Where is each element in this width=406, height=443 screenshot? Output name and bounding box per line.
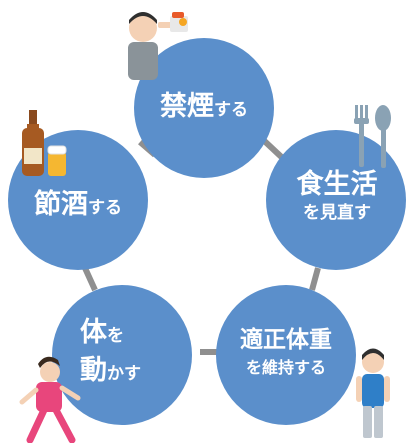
label-quit-smoking-main: 禁煙 [160, 91, 214, 122]
label-improve-diet: 食生活 を見直す [270, 170, 404, 222]
connector-left-bottom [82, 266, 98, 292]
node-circle-exercise [52, 285, 192, 425]
fork-spoon-icon [354, 105, 391, 168]
label-healthy-weight: 適正体重 を維持する [216, 327, 356, 378]
label-healthy-weight-main: 適正体重 [240, 327, 332, 353]
label-exercise-main2: 動 [80, 354, 107, 386]
label-quit-smoking: 禁煙する [137, 92, 271, 122]
label-exercise-sub1: を [107, 326, 124, 346]
connector-right-bottom [309, 267, 321, 291]
label-improve-diet-sub: を見直す [303, 202, 371, 223]
node-circle-improve-diet [266, 130, 406, 270]
beer-bottle-glass-icon [22, 110, 67, 176]
standing-man-icon [356, 348, 390, 438]
label-improve-diet-main: 食生活 [296, 169, 378, 200]
label-exercise-sub2: かす [107, 363, 141, 384]
label-healthy-weight-sub: を維持する [245, 358, 326, 378]
label-moderate-drinking-main: 節酒 [34, 189, 88, 220]
label-moderate-drinking: 節酒する [11, 190, 145, 220]
label-exercise-main1: 体 [80, 317, 107, 348]
man-smoking-icon [128, 12, 188, 80]
label-exercise: 体を 動かす [66, 318, 190, 385]
node-circle-quit-smoking [134, 38, 274, 178]
node-circle-healthy-weight [216, 285, 356, 425]
label-moderate-drinking-sub: する [88, 198, 122, 218]
woman-exercising-icon [19, 356, 81, 443]
label-quit-smoking-sub: する [214, 100, 248, 120]
